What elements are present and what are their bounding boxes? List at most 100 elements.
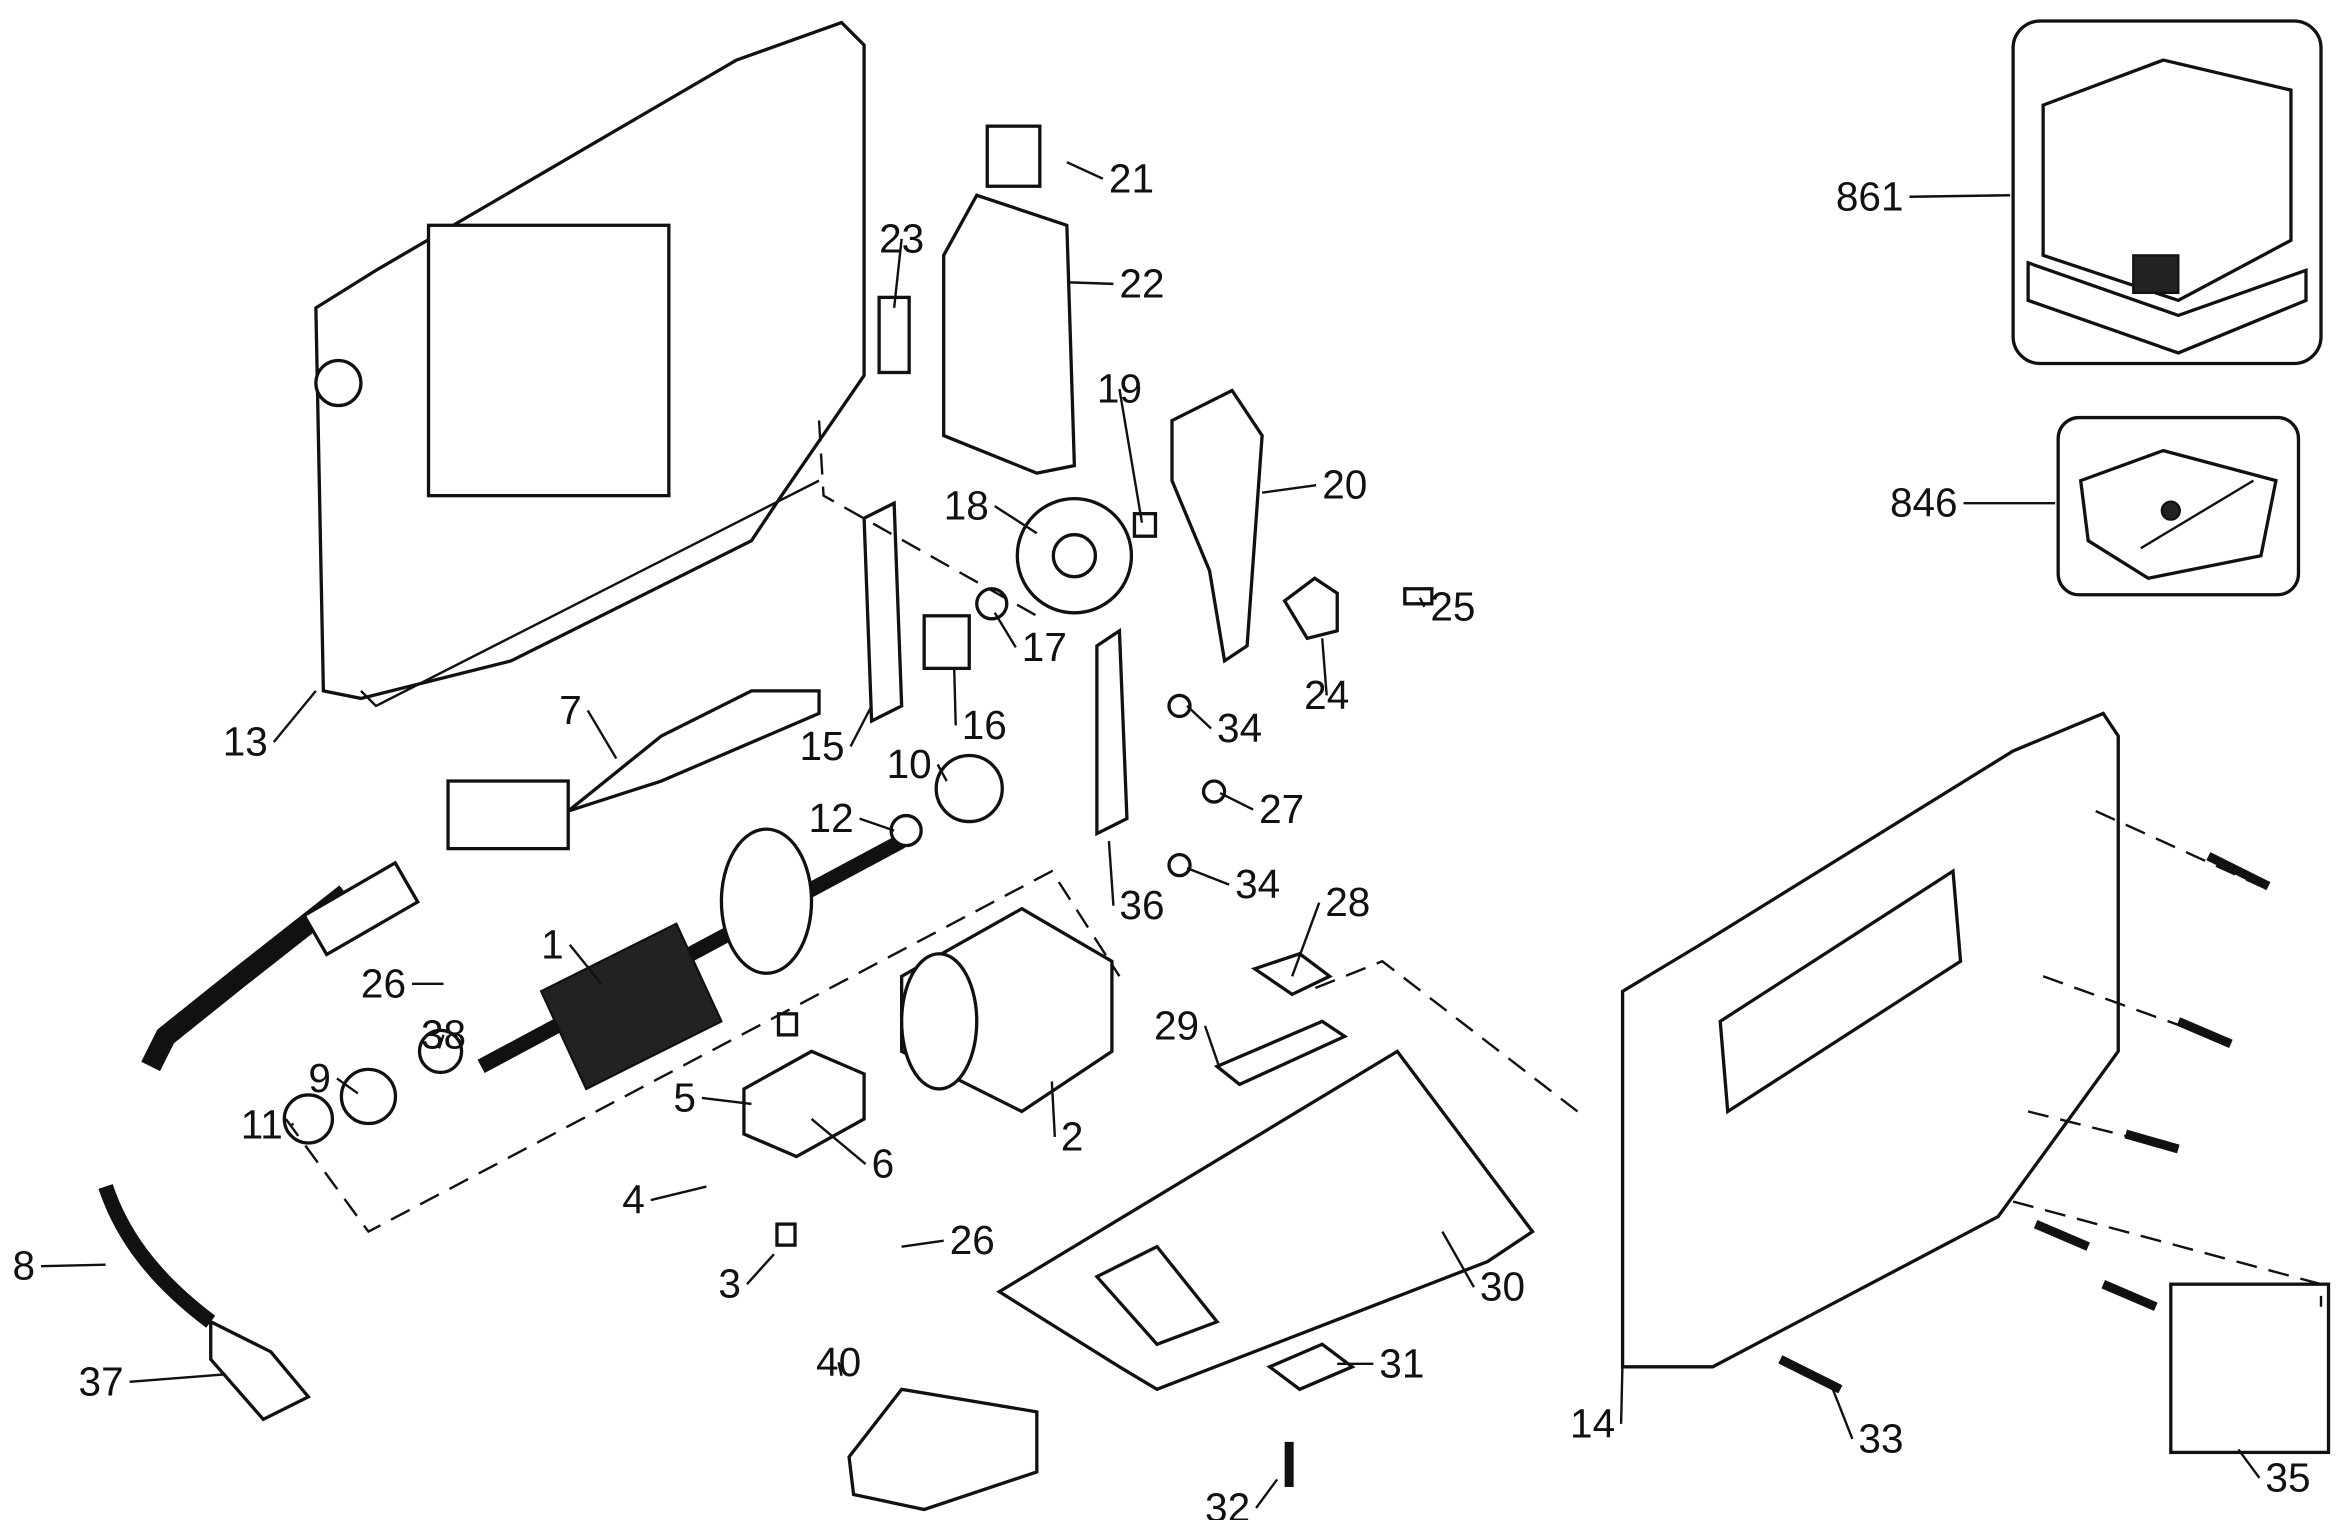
callout-38: 38	[421, 1011, 466, 1057]
callout-20: 20	[1322, 462, 1367, 508]
callout-846: 846	[1890, 480, 1958, 526]
leader-line-24	[1320, 638, 1328, 696]
leader-line-6	[810, 1118, 867, 1165]
leader-line-10	[936, 763, 948, 782]
callout-32: 32	[1205, 1485, 1250, 1520]
callout-28: 28	[1325, 879, 1370, 925]
callout-35: 35	[2265, 1454, 2310, 1500]
leader-line-12	[859, 817, 895, 832]
leader-line-5	[701, 1096, 752, 1106]
callout-16: 16	[962, 702, 1007, 748]
callout-21: 21	[1109, 155, 1154, 201]
leader-line-36	[1107, 841, 1115, 906]
callout-1: 1	[541, 921, 564, 967]
leader-line-33	[1831, 1388, 1854, 1440]
cover-40	[847, 1387, 1039, 1512]
callout-31: 31	[1379, 1340, 1424, 1386]
callout-27: 27	[1259, 786, 1304, 832]
callout-7: 7	[559, 687, 582, 733]
callout-6: 6	[872, 1141, 895, 1187]
cord-8-plug-37	[98, 1184, 311, 1422]
leader-line-30	[1441, 1231, 1475, 1288]
callout-19: 19	[1097, 366, 1142, 412]
screws	[1284, 852, 2271, 1487]
leader-line-17	[993, 612, 1017, 648]
leader-line-23	[892, 238, 903, 309]
leader-line-2	[1050, 1081, 1057, 1138]
callout-8: 8	[12, 1243, 35, 1289]
label-35	[2169, 1282, 2331, 1455]
leader-line-7	[586, 709, 618, 760]
leader-line-8	[40, 1263, 106, 1268]
leader-line-34	[1186, 867, 1230, 886]
callout-26: 26	[361, 960, 406, 1006]
callout-22: 22	[1119, 260, 1164, 306]
leader-line-21	[1066, 161, 1104, 180]
leader-line-19	[1118, 388, 1144, 523]
callout-18: 18	[944, 483, 989, 529]
callout-15: 15	[800, 723, 845, 769]
assembly-lines	[284, 420, 2323, 1307]
leader-line-1	[568, 943, 603, 985]
callout-2: 2	[1061, 1114, 1084, 1160]
callout-33: 33	[1858, 1415, 1903, 1461]
leader-line-15	[849, 705, 873, 748]
leader-line-20	[1261, 483, 1317, 494]
callout-37: 37	[79, 1358, 124, 1404]
leader-line-18	[994, 505, 1038, 535]
callout-30: 30	[1480, 1264, 1525, 1310]
callout-10: 10	[887, 741, 932, 787]
callout-34: 34	[1217, 705, 1262, 751]
leader-line-29	[1203, 1025, 1222, 1070]
housing-half-13	[314, 20, 866, 708]
leader-line-26	[901, 1239, 944, 1248]
leader-line-40	[837, 1362, 843, 1377]
callout-13: 13	[223, 718, 268, 764]
leader-line-22	[1069, 281, 1114, 286]
leader-line-3	[746, 1253, 775, 1285]
callout-40: 40	[816, 1339, 861, 1385]
inset-hardware-846	[2056, 415, 2301, 597]
brush-holder-5-6	[742, 1012, 866, 1247]
leader-line-14	[1619, 1359, 1624, 1424]
leader-line-9	[336, 1077, 359, 1095]
callout-36: 36	[1119, 882, 1164, 928]
leader-line-27	[1219, 791, 1254, 811]
callout-9: 9	[308, 1055, 331, 1101]
leader-line-35	[2237, 1448, 2261, 1479]
callout-17: 17	[1022, 624, 1067, 670]
inset-case-861	[2011, 19, 2323, 366]
leader-lines	[40, 161, 2261, 1509]
callout-11: 11	[241, 1101, 283, 1147]
callout-29: 29	[1154, 1002, 1199, 1048]
leader-line-861	[1909, 194, 2011, 198]
callout-24: 24	[1304, 672, 1349, 718]
switch-assembly-7	[141, 689, 821, 1072]
armature-1	[477, 827, 906, 1091]
leader-line-4	[650, 1185, 707, 1202]
leader-line-25	[1418, 597, 1426, 608]
callout-3: 3	[718, 1261, 741, 1307]
callout-12: 12	[809, 795, 854, 841]
callout-4: 4	[622, 1177, 645, 1223]
leader-line-32	[1255, 1478, 1279, 1509]
callout-14: 14	[1570, 1400, 1615, 1446]
callout-23: 23	[879, 215, 924, 261]
callout-861: 861	[1836, 173, 1904, 219]
callout-5: 5	[673, 1074, 696, 1120]
leader-line-38	[437, 1034, 445, 1049]
leader-line-28	[1291, 902, 1321, 977]
callout-25: 25	[1430, 583, 1475, 629]
leader-line-11	[290, 1122, 295, 1126]
callout-26: 26	[950, 1217, 995, 1263]
housing-half-14	[1620, 711, 2120, 1369]
leader-line-13	[272, 690, 317, 743]
leader-line-16	[953, 668, 957, 726]
leader-line-37	[129, 1373, 226, 1384]
shoe-30	[996, 1049, 1535, 1392]
leader-line-34	[1186, 705, 1212, 730]
field-2	[899, 906, 1114, 1114]
